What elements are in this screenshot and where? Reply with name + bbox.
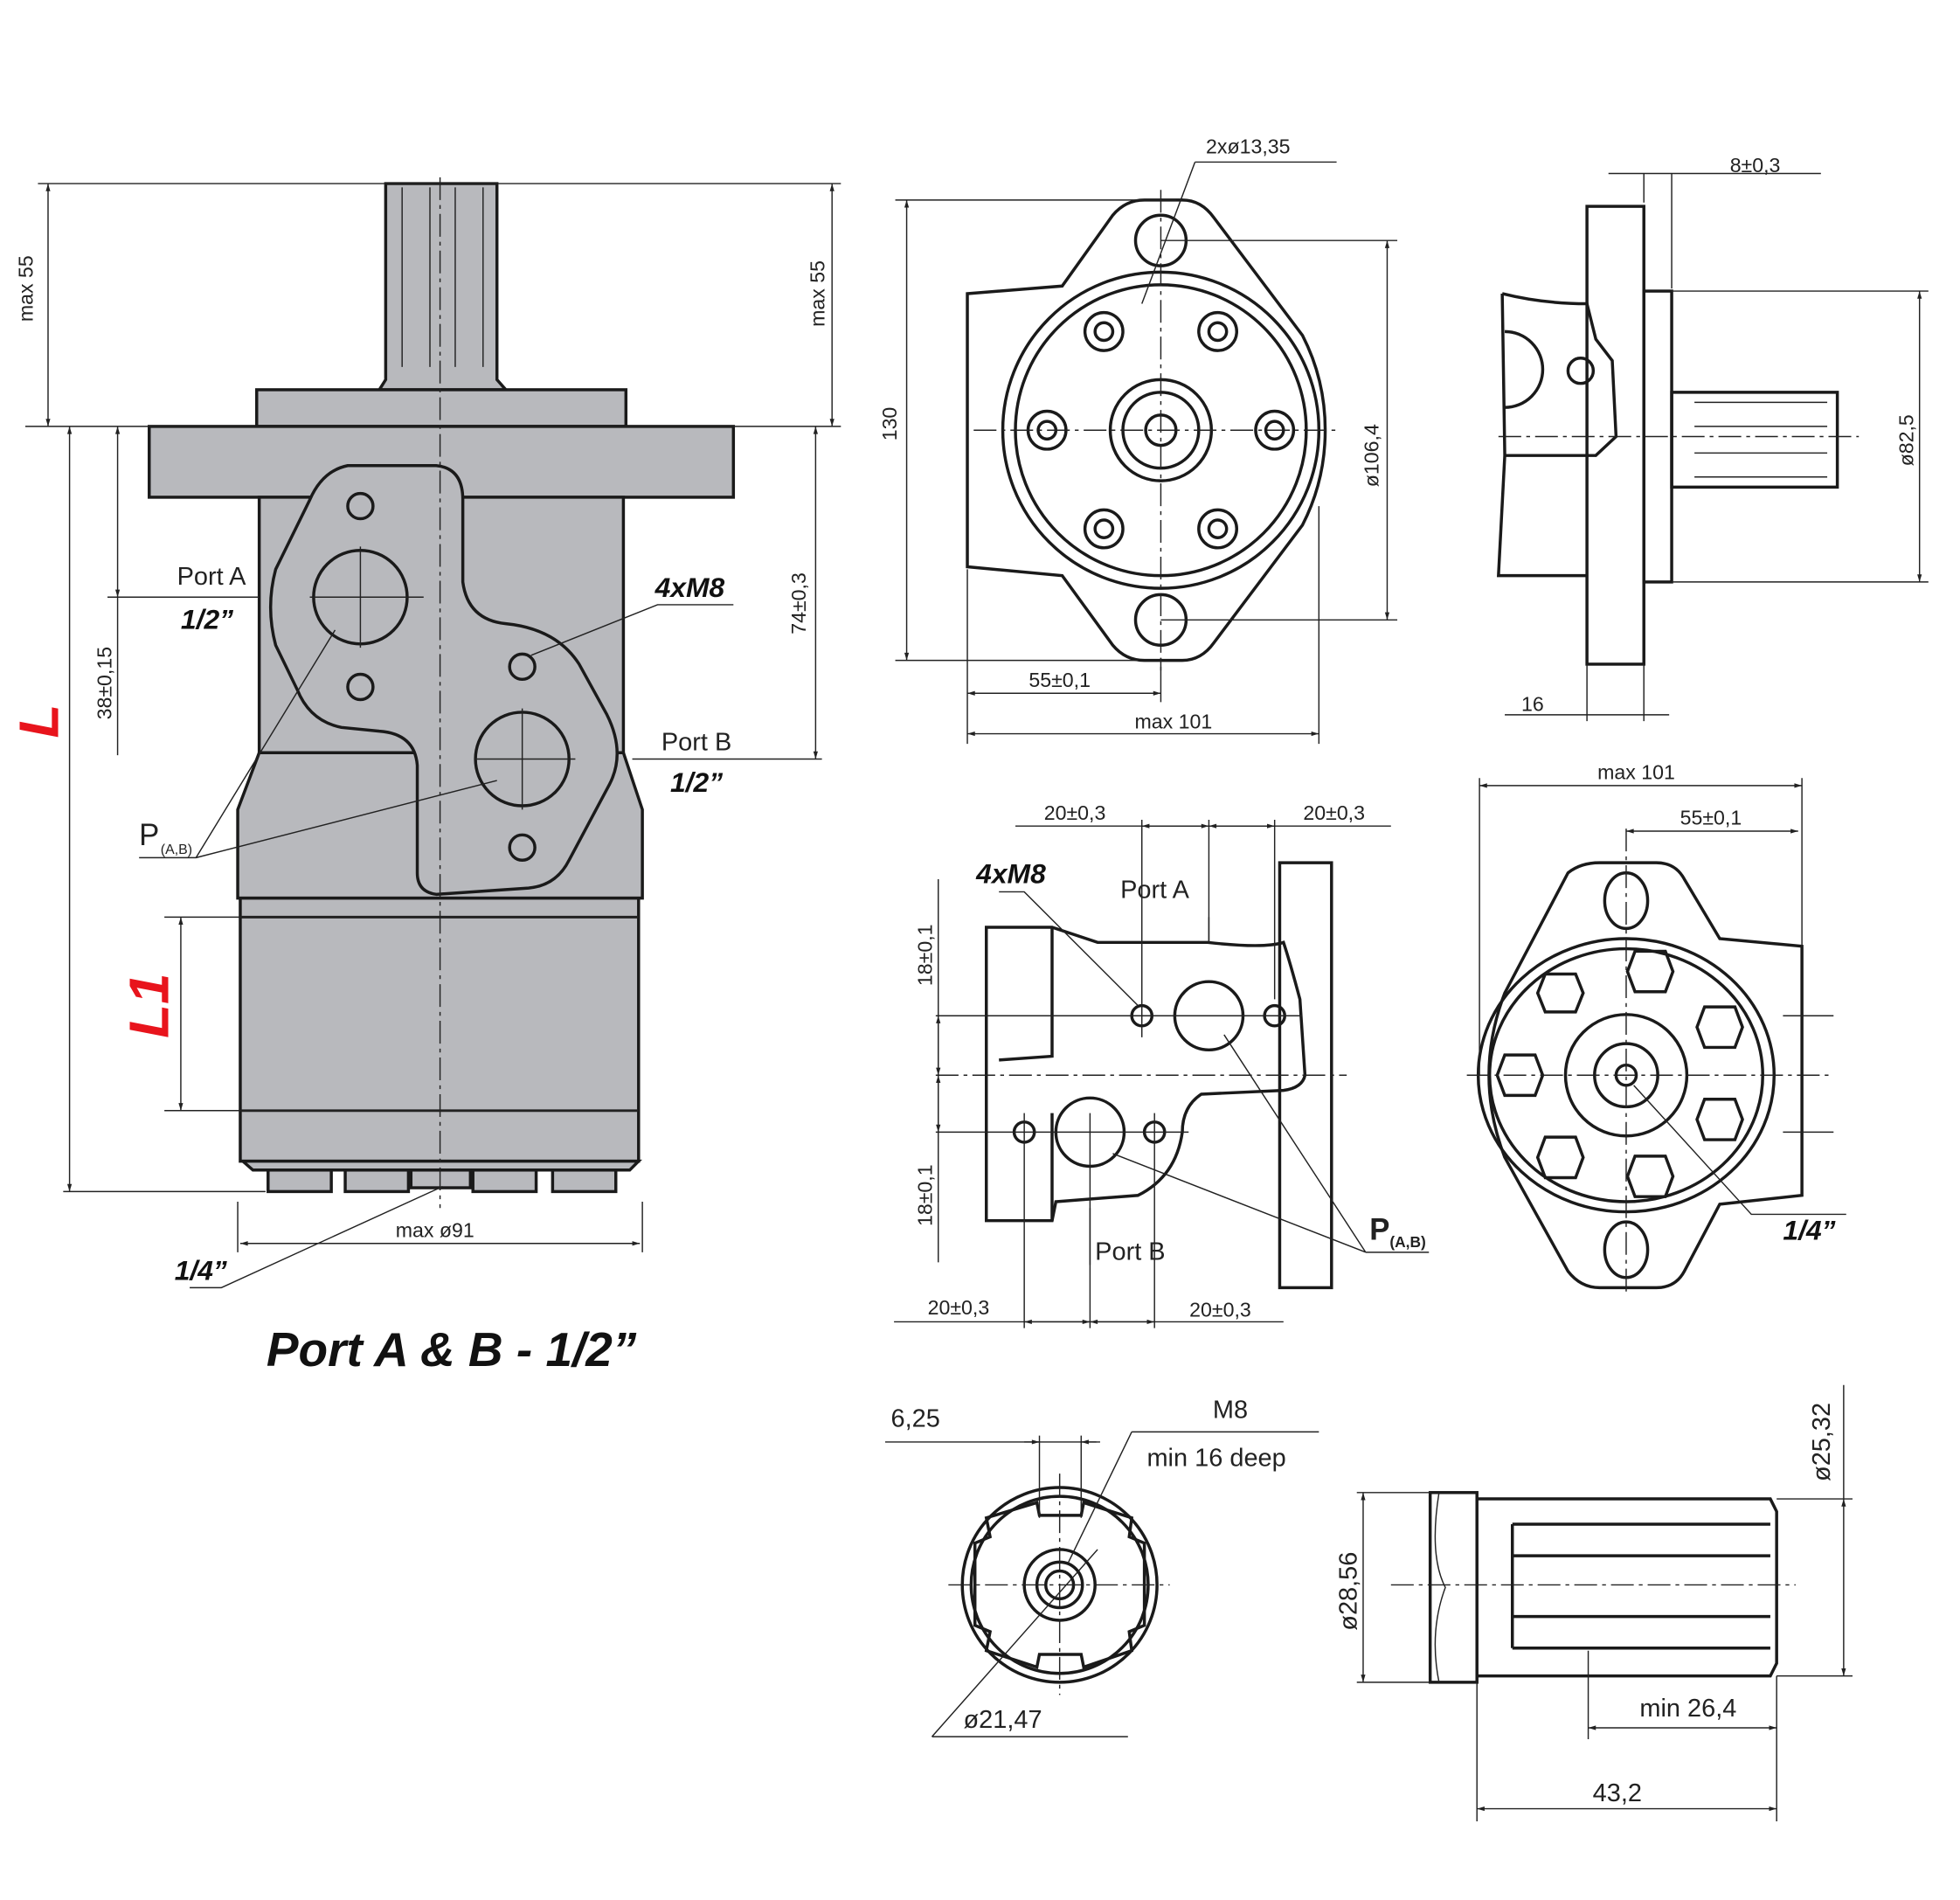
dim-38: 38±0,15	[93, 647, 115, 719]
dim-v-top: 18±0,1	[914, 924, 937, 986]
drain-label: 1/4”	[1783, 1214, 1835, 1245]
p-label: P	[1369, 1213, 1389, 1246]
front-view: 2xø13,35 130 ø106,4 55±0,1 max 101	[878, 135, 1398, 745]
dim-74: 74±0,3	[787, 572, 810, 634]
bolts-label: 4xM8	[654, 572, 725, 603]
dim-v-bottom: 18±0,1	[914, 1164, 937, 1226]
dim-max55-right: max 55	[807, 260, 829, 327]
p-sub-label: (A,B)	[161, 843, 192, 857]
dim-bottom-left: 20±0,3	[928, 1296, 990, 1319]
dim-pcd: ø106,4	[1360, 424, 1382, 487]
dim-total-length: 43,2	[1593, 1779, 1642, 1807]
side-view: 8±0,3 ø82,5 16	[1496, 154, 1929, 722]
dim-major-dia: ø25,32	[1808, 1403, 1836, 1481]
bolts-label: 4xM8	[975, 857, 1046, 889]
dim-bottom-right: 20±0,3	[1189, 1299, 1251, 1321]
dim-pilot-dia: ø82,5	[1894, 414, 1917, 466]
shaft-side-view: ø28,56 ø25,32 min 26,4 43,2	[1335, 1384, 1853, 1822]
dim-max55-left: max 55	[15, 255, 38, 322]
drain-label: 1/4”	[175, 1255, 227, 1286]
dim-offset: 55±0,1	[1680, 807, 1742, 829]
p-label: P	[139, 819, 159, 852]
rear-view: max 101 55±0,1 1/4”	[1466, 761, 1846, 1293]
port-a-size: 1/2”	[181, 603, 233, 634]
port-plate	[268, 464, 619, 897]
dim-top-left: 20±0,3	[1044, 801, 1106, 824]
bottom-plugs	[267, 1168, 618, 1194]
hex-bolts	[1495, 949, 1744, 1198]
port-b-size: 1/2”	[670, 766, 723, 798]
thread-label: M8	[1213, 1396, 1248, 1424]
dim-pilot-depth: 8±0,3	[1730, 154, 1781, 177]
dim-max101: max 101	[1135, 711, 1213, 733]
dim-hub-dia: ø28,56	[1335, 1552, 1363, 1631]
p-sub-label: (A,B)	[1389, 1233, 1425, 1251]
caption: Port A & B - 1/2”	[267, 1322, 637, 1376]
dim-130: 130	[878, 407, 901, 441]
dim-holes: 2xø13,35	[1206, 135, 1290, 157]
dim-key: 6,25	[891, 1405, 940, 1433]
dim-L1-label: L1	[118, 974, 180, 1038]
left-side-view: max 55 max 55 L L1 38±0,15 74±0,3 Port A…	[9, 177, 841, 1376]
dim-L-label: L	[9, 704, 71, 739]
dim-minor-dia: ø21,47	[964, 1706, 1042, 1734]
dim-flange: 16	[1521, 692, 1544, 715]
dim-offset: 55±0,1	[1028, 669, 1091, 691]
dim-max91: max ø91	[396, 1218, 474, 1241]
port-view: 20±0,3 20±0,3 20±0,3 20±0,3 18±0,1 18±0,…	[894, 801, 1430, 1328]
port-a-label: Port A	[1120, 877, 1190, 905]
port-a-label: Port A	[177, 563, 247, 591]
dim-top-right: 20±0,3	[1303, 801, 1365, 824]
port-b-label: Port B	[1095, 1238, 1165, 1266]
dim-max101: max 101	[1597, 761, 1675, 784]
shaft-end-view: 6,25 M8 min 16 deep ø21,47	[884, 1396, 1319, 1737]
port-b-label: Port B	[661, 728, 731, 756]
depth-label: min 16 deep	[1146, 1444, 1285, 1472]
dim-spline-length: min 26,4	[1639, 1695, 1736, 1723]
motor-body	[148, 177, 736, 1209]
